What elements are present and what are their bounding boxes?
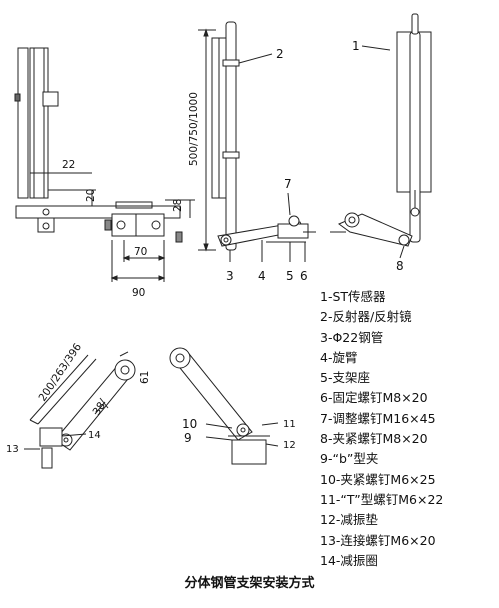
dim-height: 500/750/1000 <box>188 92 200 166</box>
callout-10: 10 <box>182 417 197 431</box>
legend-item: 9-“b”型夹 <box>320 451 379 467</box>
dim-28: 28 <box>172 199 184 212</box>
side-view <box>14 47 195 282</box>
legend-item: 5-支架座 <box>320 370 370 386</box>
bottom-left-view <box>24 351 136 469</box>
dim-22: 22 <box>62 159 75 171</box>
sensor-assembly <box>330 13 432 259</box>
legend-item: 3-Φ22钢管 <box>320 329 384 345</box>
parts-legend: 1-ST传感器 2-反射器/反射镜 3-Φ22钢管 4-旋臂 5-支架座 6-固… <box>320 287 443 571</box>
callout-11: 11 <box>283 419 296 430</box>
callout-13: 13 <box>6 444 19 455</box>
dim-20: 20 <box>85 189 97 202</box>
dim-70: 70 <box>134 246 147 258</box>
legend-item: 12-减振垫 <box>320 512 378 528</box>
callout-3: 3 <box>226 269 234 283</box>
legend-item: 6-固定螺钉M8×20 <box>320 390 428 406</box>
dim-61: 61 <box>139 371 151 384</box>
callout-2: 2 <box>276 47 284 61</box>
callout-12: 12 <box>283 440 296 451</box>
legend-item: 2-反射器/反射镜 <box>320 309 412 325</box>
legend-item: 7-调整螺钉M16×45 <box>320 410 436 426</box>
callout-4: 4 <box>258 269 266 283</box>
figure-caption: 分体钢管支架安装方式 <box>184 576 315 591</box>
legend-item: 8-夹紧螺钉M8×20 <box>320 431 428 447</box>
callout-5: 5 <box>286 269 294 283</box>
legend-item: 1-ST传感器 <box>320 289 386 304</box>
callout-1: 1 <box>352 39 360 53</box>
legend-item: 13-连接螺钉M6×20 <box>320 532 436 548</box>
dim-arm: 200/263/396 <box>37 341 85 404</box>
callout-7: 7 <box>284 177 292 191</box>
callout-6: 6 <box>300 269 308 283</box>
legend-item: 4-旋臂 <box>320 349 358 365</box>
bottom-right-view <box>169 347 279 465</box>
legend-item: 10-夹紧螺钉M6×25 <box>320 471 436 487</box>
reflector-assembly <box>198 21 316 262</box>
dim-90: 90 <box>132 287 145 299</box>
callout-8: 8 <box>396 259 404 273</box>
legend-item: 11-“T”型螺钉M6×22 <box>320 491 444 507</box>
callout-9: 9 <box>184 431 192 445</box>
callout-14: 14 <box>88 430 101 441</box>
legend-item: 14-减振圈 <box>320 552 378 568</box>
